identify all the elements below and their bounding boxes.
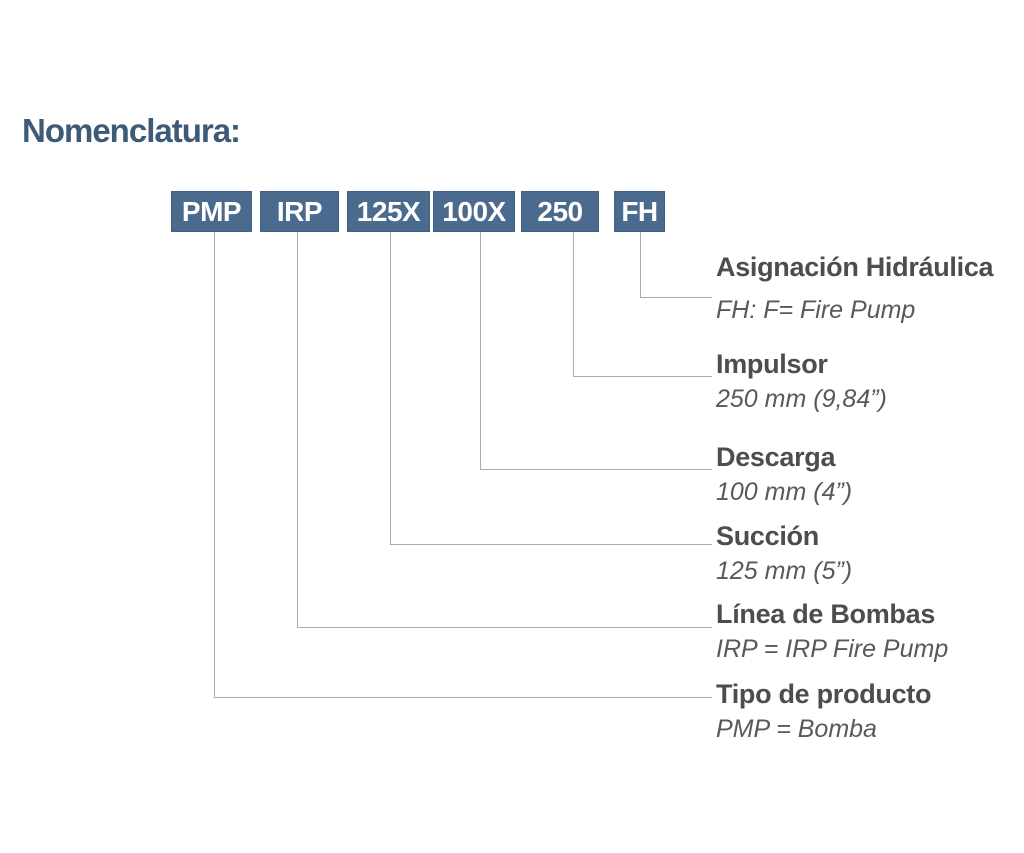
legend-item-fh: Asignación Hidráulica FH: F= Fire Pump (716, 252, 1016, 324)
legend-title: Succión (716, 521, 819, 551)
legend-subtitle: 100 mm (4”) (716, 478, 853, 506)
legend-subtitle: IRP = IRP Fire Pump (716, 635, 949, 663)
legend-subtitle: PMP = Bomba (716, 715, 877, 743)
connector-125x (390, 232, 712, 545)
legend-item-125x: Succión 125 mm (5”) (716, 521, 1016, 585)
connector-fh (640, 232, 712, 298)
legend-title: Línea de Bombas (716, 599, 936, 629)
connector-irp (297, 232, 712, 628)
page-title: Nomenclatura: (22, 112, 241, 149)
connector-pmp (214, 232, 712, 698)
legend-item-100x: Descarga 100 mm (4”) (716, 442, 1016, 506)
legend-title: Tipo de producto (716, 679, 932, 709)
legend-item-irp: Línea de Bombas IRP = IRP Fire Pump (716, 599, 1016, 663)
legend-item-250: Impulsor 250 mm (9,84”) (716, 349, 1016, 413)
connector-250 (573, 232, 712, 377)
legend-item-pmp: Tipo de producto PMP = Bomba (716, 679, 1016, 743)
code-box-irp: IRP (260, 191, 339, 232)
connector-100x (480, 232, 712, 470)
code-box-100x: 100X (433, 191, 515, 232)
code-box-125x: 125X (347, 191, 430, 232)
legend-subtitle: FH: F= Fire Pump (716, 296, 916, 324)
legend-title: Descarga (716, 442, 836, 472)
code-box-pmp: PMP (171, 191, 252, 232)
legend-subtitle: 250 mm (9,84”) (716, 385, 887, 413)
code-box-250: 250 (521, 191, 599, 232)
legend-title: Asignación Hidráulica (716, 252, 994, 282)
legend-title: Impulsor (716, 349, 828, 379)
code-box-fh: FH (614, 191, 665, 232)
legend-subtitle: 125 mm (5”) (716, 557, 853, 585)
